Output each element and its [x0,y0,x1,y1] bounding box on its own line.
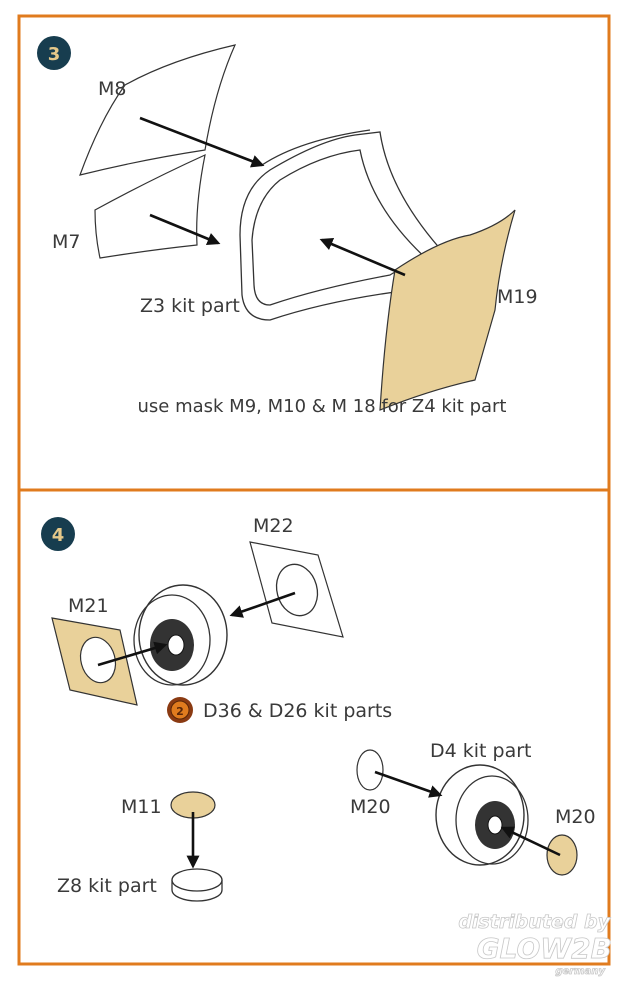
wheel-d36 [133,584,228,686]
label-m21: M21 [68,595,109,617]
label-m20-left: M20 [350,796,391,818]
mask-m19 [379,209,516,411]
distributor-watermark: distributed by GLOW2B germany [458,911,612,978]
arrow-icon [319,238,406,277]
label-m20-right: M20 [555,806,596,828]
svg-text:GLOW2B: GLOW2B [477,932,612,965]
label-m22: M22 [253,515,294,537]
svg-text:3: 3 [48,44,61,65]
label-m7: M7 [52,231,80,253]
label-d4: D4 kit part [430,740,532,762]
arrow-icon [500,826,561,857]
label-m11: M11 [121,796,162,818]
part-z8 [171,868,223,902]
svg-text:germany: germany [555,966,605,977]
arrow-icon [149,213,221,246]
label-m19: M19 [497,286,538,308]
label-z3: Z3 kit part [140,295,240,317]
step3-badge: 3 [37,36,71,70]
svg-text:4: 4 [52,525,65,546]
arrow-icon [374,770,443,798]
mask-m20-left [356,749,384,791]
step4-badge: 4 [41,517,75,551]
label-m8: M8 [98,78,126,100]
step4-frame [17,488,611,966]
svg-text:distributed by: distributed by [458,911,611,933]
arrow-icon [139,116,265,168]
svg-text:2: 2 [176,705,184,718]
mask-m7 [94,153,206,259]
photo-etched-part-icon: 2 [167,697,193,723]
mask-m20-right [546,834,578,876]
label-z8: Z8 kit part [57,875,157,897]
mask-m8 [79,44,237,176]
arrow-icon [229,591,296,618]
step3-note: use mask M9, M10 & M 18 for Z4 kit part [138,396,507,417]
mask-m22 [249,541,344,638]
label-d36-d26: D36 & D26 kit parts [203,700,392,722]
wheel-d4 [435,764,529,866]
arrow-icon [97,641,168,667]
